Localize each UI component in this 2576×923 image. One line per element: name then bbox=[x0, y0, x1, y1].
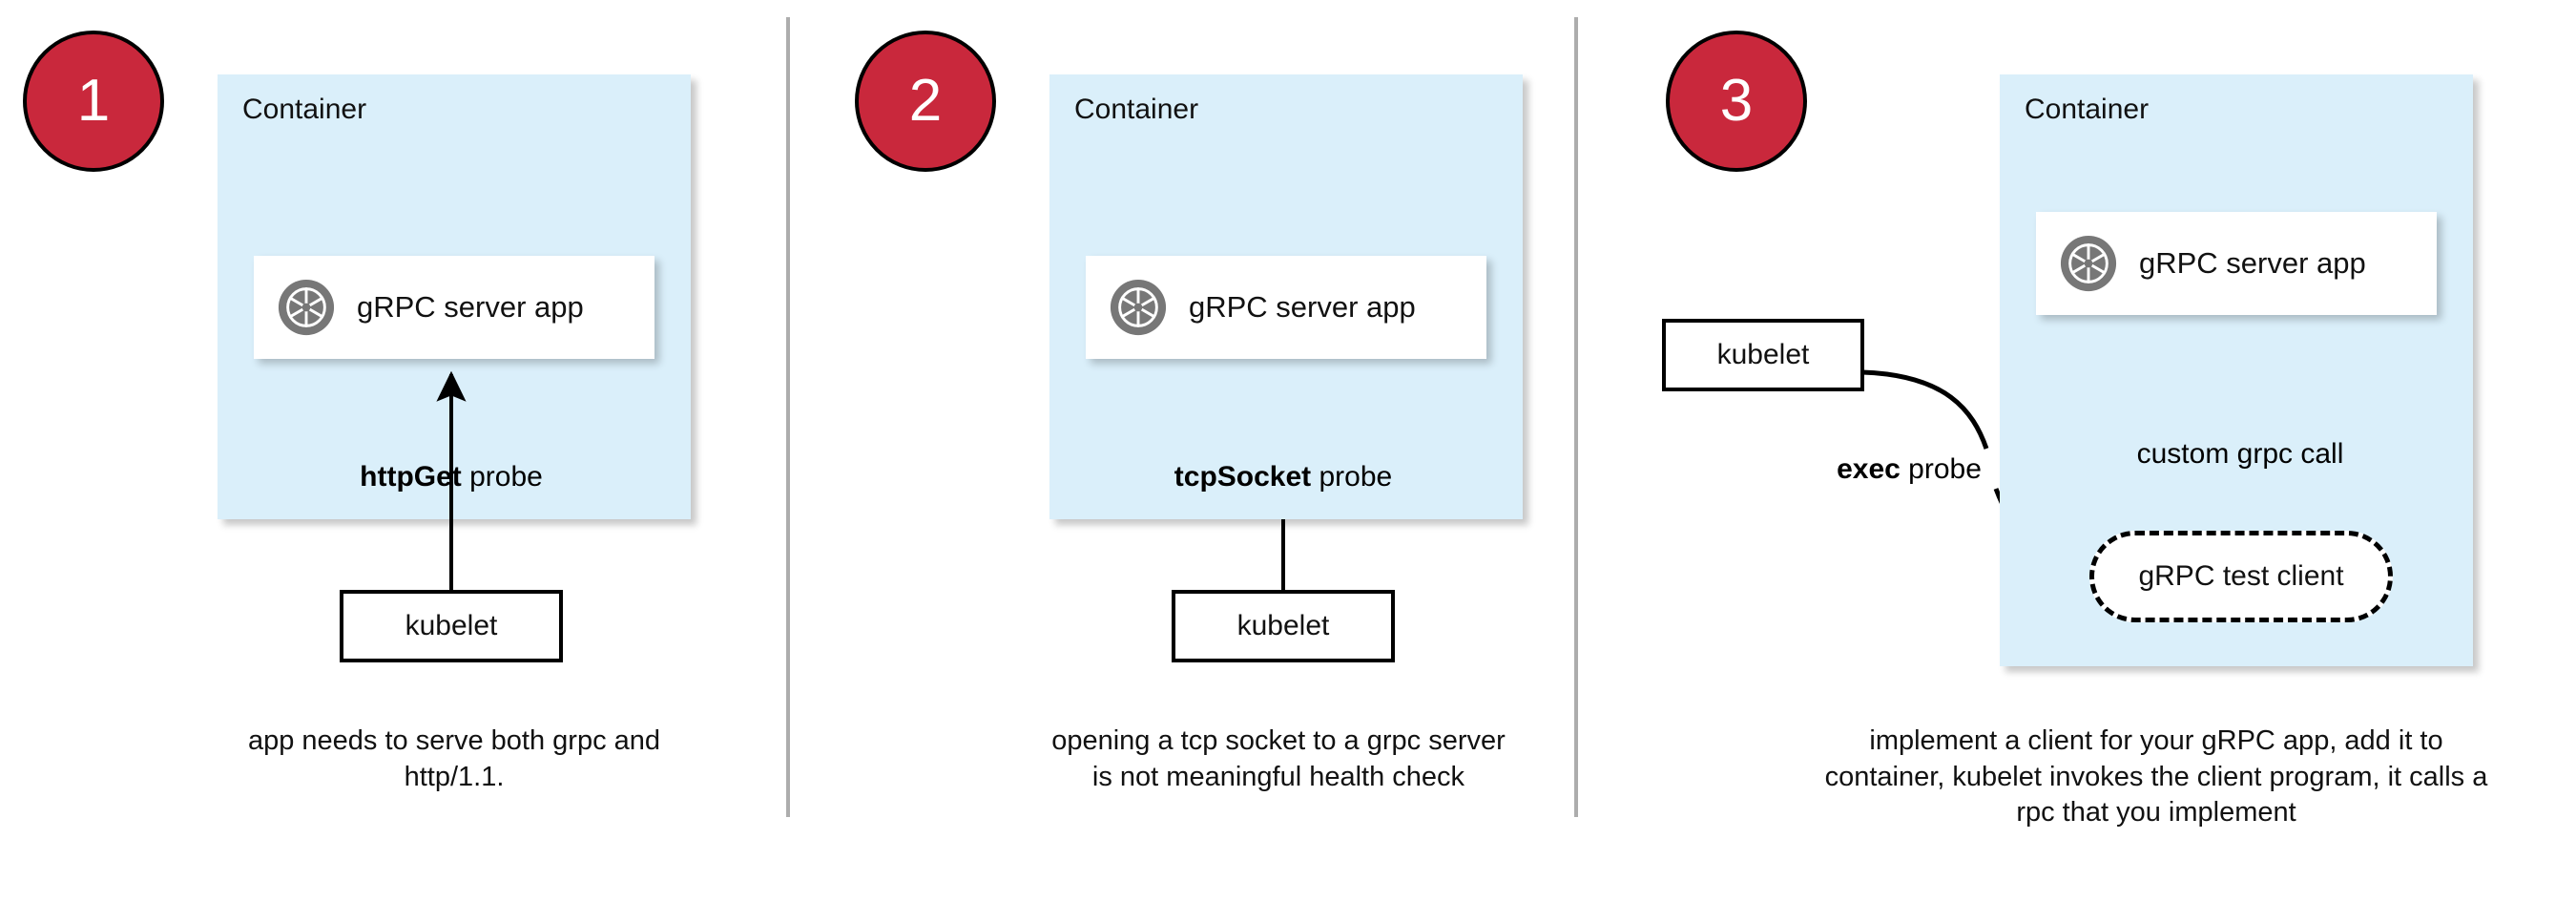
probe-label-1: httpGet probe bbox=[360, 461, 543, 493]
grpc-server-app-label-2: gRPC server app bbox=[1189, 290, 1416, 324]
kubelet-label-3: kubelet bbox=[1716, 339, 1810, 370]
probe-label-3-bold: exec bbox=[1837, 453, 1901, 485]
custom-grpc-call-label: custom grpc call bbox=[2136, 438, 2344, 470]
probe-label-3-rest: probe bbox=[1900, 453, 1982, 485]
grpc-shutter-icon bbox=[2059, 234, 2118, 293]
divider-panel-2-3 bbox=[1574, 17, 1578, 817]
divider-panel-1-2 bbox=[786, 17, 790, 817]
grpc-test-client-label: gRPC test client bbox=[2138, 560, 2344, 592]
caption-1: app needs to serve both grpc and http/1.… bbox=[247, 725, 661, 792]
grpc-server-app-card-2: gRPC server app bbox=[1086, 256, 1486, 359]
step-badge-3-number: 3 bbox=[1719, 68, 1754, 134]
probe-label-1-bold: httpGet bbox=[360, 461, 462, 493]
grpc-shutter-icon bbox=[1109, 278, 1168, 337]
grpc-server-app-card-1: gRPC server app bbox=[254, 256, 654, 359]
step-badge-1: 1 bbox=[23, 31, 164, 172]
grpc-server-app-label-1: gRPC server app bbox=[357, 290, 584, 324]
kubelet-box-2: kubelet bbox=[1172, 590, 1395, 662]
probe-label-3: exec probe bbox=[1837, 453, 1982, 486]
grpc-shutter-icon bbox=[277, 278, 336, 337]
step-badge-1-number: 1 bbox=[76, 68, 111, 134]
grpc-server-app-card-3: gRPC server app bbox=[2036, 212, 2437, 315]
step-badge-2: 2 bbox=[855, 31, 996, 172]
kubelet-label-1: kubelet bbox=[405, 610, 498, 641]
probe-label-1-rest: probe bbox=[461, 461, 543, 493]
grpc-test-client-pill: gRPC test client bbox=[2089, 531, 2393, 622]
container-label-3: Container bbox=[2025, 94, 2150, 125]
caption-3: implement a client for your gRPC app, ad… bbox=[1824, 725, 2488, 829]
kubelet-box-1: kubelet bbox=[340, 590, 563, 662]
probe-label-2-bold: tcpSocket bbox=[1174, 461, 1312, 493]
caption-2: opening a tcp socket to a grpc server is… bbox=[1051, 725, 1506, 792]
grpc-server-app-label-3: gRPC server app bbox=[2139, 246, 2366, 280]
probe-label-2-rest: probe bbox=[1311, 461, 1393, 493]
kubelet-box-3: kubelet bbox=[1662, 319, 1864, 391]
container-label-1: Container bbox=[242, 94, 367, 125]
step-badge-3: 3 bbox=[1666, 31, 1807, 172]
probe-label-2: tcpSocket probe bbox=[1174, 461, 1392, 493]
container-label-2: Container bbox=[1074, 94, 1199, 125]
kubelet-label-2: kubelet bbox=[1236, 610, 1330, 641]
step-badge-2-number: 2 bbox=[908, 68, 943, 134]
